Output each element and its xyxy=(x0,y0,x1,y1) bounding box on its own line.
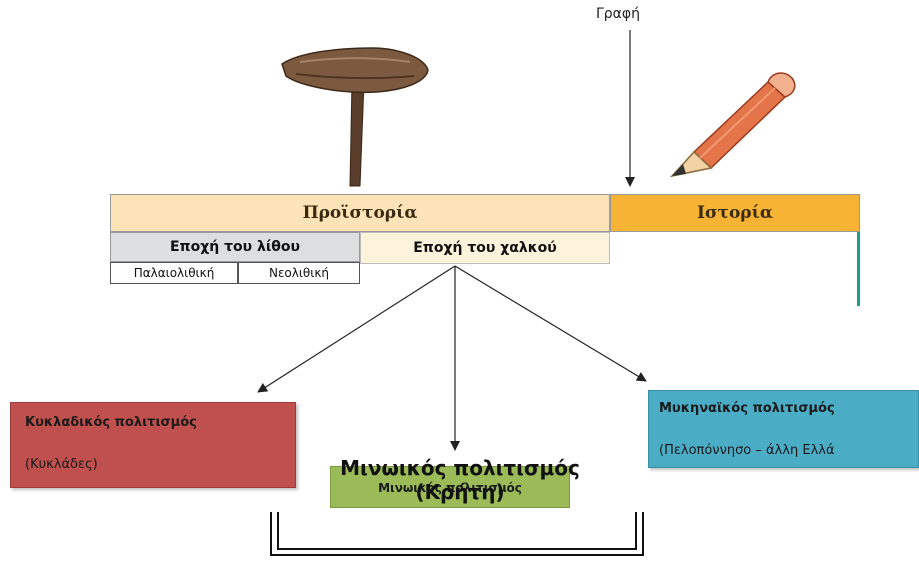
bronze-age-band: Εποχή του χαλκού xyxy=(360,232,610,264)
stone-age-band: Εποχή του λίθου xyxy=(110,232,360,262)
mycenaean-title: Μυκηναϊκός πολιτισμός xyxy=(659,401,835,416)
history-band: Ιστορία xyxy=(610,194,860,232)
cycladic-title: Κυκλαδικός πολιτισμός xyxy=(25,415,197,430)
writing-label: Γραφή xyxy=(596,6,641,22)
arrow-to-mycenaean xyxy=(454,265,647,382)
bracket xyxy=(270,512,644,556)
cycladic-region: (Κυκλάδες) xyxy=(25,457,98,472)
minoan-overlay-title: Μινωικός πολιτισμός (Κρήτη) xyxy=(320,456,600,504)
mycenaean-box: Μυκηναϊκός πολιτισμός (Πελοπόννησο – άλλ… xyxy=(648,390,919,468)
arrow-to-cycladic xyxy=(257,265,456,393)
pencil-icon xyxy=(669,72,796,178)
minoan-box-label: Μινωικός πολιτισμός xyxy=(378,481,522,495)
minoan-title: Μινωικός πολιτισμός xyxy=(340,456,580,480)
neolithic-cell: Νεολιθική xyxy=(238,262,360,284)
paleolithic-cell: Παλαιολιθική xyxy=(110,262,238,284)
stone-hammer-icon xyxy=(281,47,429,187)
minoan-box: Μινωικός πολιτισμός xyxy=(330,466,570,508)
cycladic-box: Κυκλαδικός πολιτισμός (Κυκλάδες) xyxy=(10,402,296,488)
mycenaean-region: (Πελοπόννησο – άλλη Ελλά xyxy=(659,443,835,458)
minoan-region: (Κρήτη) xyxy=(415,480,505,504)
prehistory-band: Προϊστορία xyxy=(110,194,610,232)
history-divider-line xyxy=(857,232,860,306)
